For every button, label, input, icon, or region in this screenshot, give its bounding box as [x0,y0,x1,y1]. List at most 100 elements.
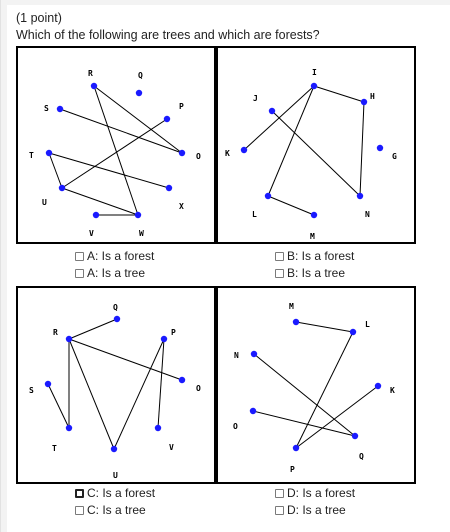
graph-b-node-n [356,192,364,200]
graph-c-label-t: T [52,444,57,453]
graph-c-node-r [65,335,73,343]
graph-c-edge-r-o [68,338,183,381]
graph-a-node-w [134,211,142,219]
graph-b-node-g [376,144,384,152]
option-b-tree[interactable]: B: Is a tree [275,266,345,280]
graph-a-label-o: O [196,152,201,161]
graph-c-edge-p-u [113,338,165,450]
graph-a-label-s: S [44,104,49,113]
checkbox-b-forest[interactable] [275,251,284,261]
graph-b-edge-j-n [271,110,361,197]
graph-b-label-h: H [370,92,375,101]
graph-b-node-l [264,192,272,200]
graph-a-edge-u-w [61,187,139,216]
graph-c-edge-r-u [68,338,115,450]
graph-b-label-m: M [310,232,315,241]
graph-d-label-m: M [289,302,294,311]
graph-a-label-t: T [29,151,34,160]
graph-d-node-o [249,407,257,415]
option-a-tree-label: A: Is a tree [87,266,146,280]
graph-b-node-k [240,146,248,154]
graph-d-label-p: P [290,465,295,474]
option-a-tree[interactable]: A: Is a tree [75,266,145,280]
graph-c-label-v: V [169,443,174,452]
graph-d-node-l [349,328,357,336]
graph-c-node-u [110,445,118,453]
option-a-forest-label: A: Is a forest [87,249,155,263]
graph-d-node-k [374,382,382,390]
graph-d-edge-n-q [253,353,356,437]
option-d-tree[interactable]: D: Is a tree [275,503,346,517]
question-text: Which of the following are trees and whi… [16,28,320,42]
graph-b-label-k: K [225,149,230,158]
graph-c-edge-s-t [47,383,70,429]
graph-d-label-k: K [390,386,395,395]
graph-d-label-o: O [233,422,238,431]
graph-c-node-o [178,376,186,384]
graph-d-canvas: M L N K O Q P [233,302,395,474]
option-c-forest-label: C: Is a forest [87,486,156,500]
graph-d-node-m [292,318,300,326]
option-c-forest[interactable]: C: Is a forest [75,486,155,500]
graph-d-label-q: Q [359,452,364,461]
checkbox-b-tree[interactable] [275,268,284,278]
graph-b-node-i [310,82,318,90]
graph-b-label-i: I [312,68,317,77]
graph-a-label-x: X [179,202,184,211]
graph-d-label-l: L [365,320,370,329]
graph-c-edge-r-q [68,318,118,340]
graph-c-edge-p-v [157,338,165,429]
points-label: (1 point) [16,11,62,25]
graph-c-node-p [160,335,168,343]
checkbox-c-tree[interactable] [75,505,84,515]
checkbox-c-forest[interactable] [75,488,84,498]
graph-c-label-q: Q [113,303,118,312]
checkbox-d-tree[interactable] [275,505,284,515]
graph-a-edge-r-w [93,85,139,216]
graph-a-node-x [165,184,173,192]
graph-d-node-n [250,350,258,358]
graph-a-edge-t-u [48,152,63,189]
graph-a-node-p [163,115,171,123]
graph-a-label-w: W [139,229,144,238]
graph-a-edge-t-x [48,152,170,189]
graph-b-node-j [268,107,276,115]
graph-c-label-u: U [113,471,118,480]
graph-b-node-m [310,211,318,219]
option-a-forest[interactable]: A: Is a forest [75,249,154,263]
option-b-tree-label: B: Is a tree [287,266,346,280]
graph-a-node-u [58,184,66,192]
graph-d-edge-m-l [295,321,354,333]
checkbox-a-tree[interactable] [75,268,84,278]
graph-d-edge-o-q [252,410,356,437]
graph-a-label-v: V [89,229,94,238]
option-b-forest-label: B: Is a forest [287,249,355,263]
option-c-tree[interactable]: C: Is a tree [75,503,146,517]
graph-b-edge-i-l [267,85,315,197]
graph-b-label-j: J [253,94,258,103]
option-d-tree-label: D: Is a tree [287,503,346,517]
graph-a-label-r: R [88,69,93,78]
graph-d-label-n: N [234,351,239,360]
graph-b-edge-l-m [267,195,315,216]
checkbox-d-forest[interactable] [275,488,284,498]
graph-b-label-g: G [392,152,397,161]
graph-a-label-u: U [42,198,47,207]
option-d-forest[interactable]: D: Is a forest [275,486,355,500]
graph-d-node-p [292,444,300,452]
graph-a-node-o [178,149,186,157]
graph-c-node-t [65,424,73,432]
checkbox-a-forest[interactable] [75,251,84,261]
graph-c-label-s: S [29,386,34,395]
graph-b-label-n: N [365,210,370,219]
graph-b-edge-i-h [313,85,365,103]
graph-b-node-h [360,98,368,106]
graph-c-label-p: P [171,328,176,337]
graph-c-node-q [113,315,121,323]
option-b-forest[interactable]: B: Is a forest [275,249,354,263]
graph-c-node-s [44,380,52,388]
